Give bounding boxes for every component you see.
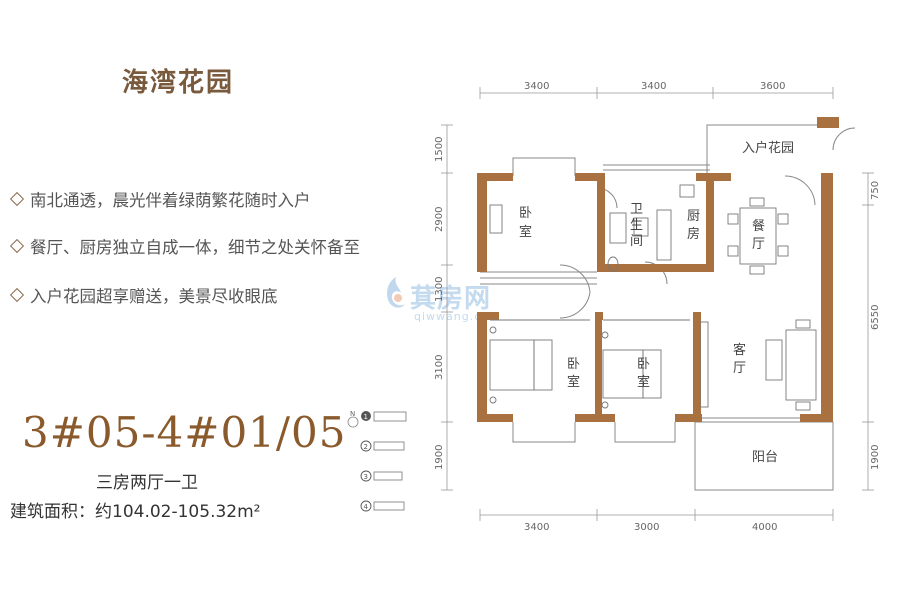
coffee-table-icon <box>765 339 783 381</box>
thin-outlines <box>480 124 856 491</box>
dim-right-1: 750 <box>870 181 881 200</box>
dim-top-1: 3400 <box>524 81 549 92</box>
room-dining-b: 厅 <box>752 237 765 252</box>
key-plan-number: 2 <box>364 443 368 451</box>
room-bedroom3-b: 室 <box>637 374 650 390</box>
room-bedroom3-a: 卧 <box>637 357 650 372</box>
key-plan-item: 2 <box>360 440 405 452</box>
bathtub-icon <box>609 212 627 244</box>
key-plan-number: 1 <box>364 413 368 421</box>
feature-item: 南北通透，晨光伴着绿荫繁花随时入户 <box>9 187 311 211</box>
bedroom1-nightstand <box>489 204 503 234</box>
watermark-logo-icon <box>387 277 405 308</box>
key-plan-number: 3 <box>364 473 368 481</box>
room-kitchen-b: 房 <box>687 226 700 242</box>
dim-left-2: 2900 <box>434 207 445 232</box>
feature-text: 入户花园超享赠送，美景尽收眼底 <box>30 287 278 306</box>
compass-icon: N <box>347 410 359 428</box>
dim-bottom-2: 3000 <box>634 522 659 533</box>
dim-bottom-1: 3400 <box>524 522 549 533</box>
page-title: 海湾花园 <box>122 68 235 98</box>
dim-left-4: 3100 <box>434 355 445 380</box>
room-bedroom1-b: 室 <box>519 224 532 240</box>
dim-bottom-3: 4000 <box>752 522 777 533</box>
walls <box>477 117 839 422</box>
key-plan-item: 1 <box>361 411 407 422</box>
toilet-icon <box>633 217 649 237</box>
sink-icon <box>679 184 695 198</box>
bed-icon <box>489 339 535 391</box>
room-entry-garden: 入户花园 <box>742 140 794 156</box>
dining-table-icon <box>739 207 777 265</box>
room-bedroom2-b: 室 <box>567 374 580 390</box>
room-living-a: 客 <box>733 342 746 358</box>
room-living-b: 厅 <box>733 361 746 376</box>
dim-right-3: 1900 <box>870 445 881 470</box>
key-plan-item: 3 <box>360 470 403 482</box>
room-balcony: 阳台 <box>752 450 778 465</box>
key-plan: N 1 2 3 4 <box>347 410 407 512</box>
layout-type: 三房两厅一卫 <box>96 473 198 493</box>
feature-text: 餐厅、厨房独立自成一体，细节之处关怀备至 <box>30 238 360 257</box>
key-plan-item: 4 <box>360 500 405 512</box>
compass-label: N <box>350 410 355 418</box>
room-bedroom2-a: 卧 <box>567 357 580 372</box>
room-bedroom1-a: 卧 <box>519 206 532 221</box>
tv-cabinet-icon <box>699 321 709 408</box>
feature-text: 南北通透，晨光伴着绿荫繁花随时入户 <box>30 191 311 210</box>
dimension-labels: 3400 3400 3600 3400 3000 4000 1500 2900 … <box>434 81 881 533</box>
dim-left-3: 1300 <box>434 277 445 302</box>
feature-item: 入户花园超享赠送，美景尽收眼底 <box>9 283 278 307</box>
room-kitchen-a: 厨 <box>687 209 700 224</box>
room-dining-a: 餐 <box>752 218 765 234</box>
dim-left-1: 1500 <box>434 137 445 162</box>
key-plan-number: 4 <box>364 503 369 511</box>
room-bathroom-a: 卫 <box>630 202 643 217</box>
room-bathroom-b: 生 <box>630 218 643 233</box>
watermark-text: 萁房网 <box>410 284 492 314</box>
building-area: 建筑面积：约104.02-105.32m² <box>10 502 261 522</box>
unit-code: 3#05-4#01/05 <box>22 408 347 457</box>
sofa-icon <box>785 329 817 401</box>
dim-top-2: 3400 <box>641 81 666 92</box>
dim-left-5: 1900 <box>434 445 445 470</box>
furniture <box>489 184 817 411</box>
room-bathroom-c: 间 <box>630 234 643 249</box>
dim-right-2: 6550 <box>870 305 881 330</box>
dimension-lines <box>441 87 874 521</box>
room-labels: 入户花园 卧 室 卫 生 间 厨 房 餐 厅 卧 室 卧 室 客 厅 阳台 <box>519 140 794 465</box>
kitchen-counter-icon <box>656 209 672 261</box>
dim-top-3: 3600 <box>760 81 785 92</box>
feature-item: 餐厅、厨房独立自成一体，细节之处关怀备至 <box>9 234 360 258</box>
